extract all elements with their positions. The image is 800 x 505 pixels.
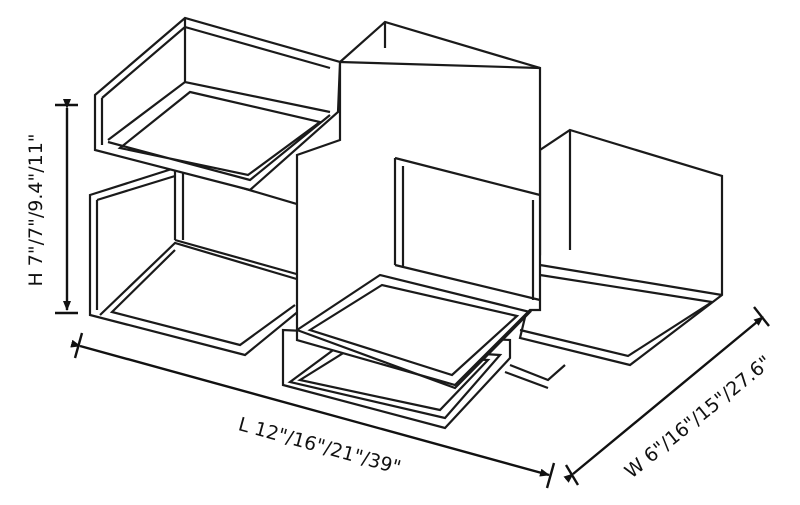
length-label: L 12"/16"/21"/39" bbox=[236, 413, 403, 479]
center-tall-box bbox=[294, 20, 542, 390]
height-dimension: H 7"/7"/9.4"/11" bbox=[25, 99, 78, 315]
left-lower-cube bbox=[88, 166, 302, 357]
top-left-box bbox=[93, 16, 342, 192]
height-label: H 7"/7"/9.4"/11" bbox=[25, 133, 47, 286]
